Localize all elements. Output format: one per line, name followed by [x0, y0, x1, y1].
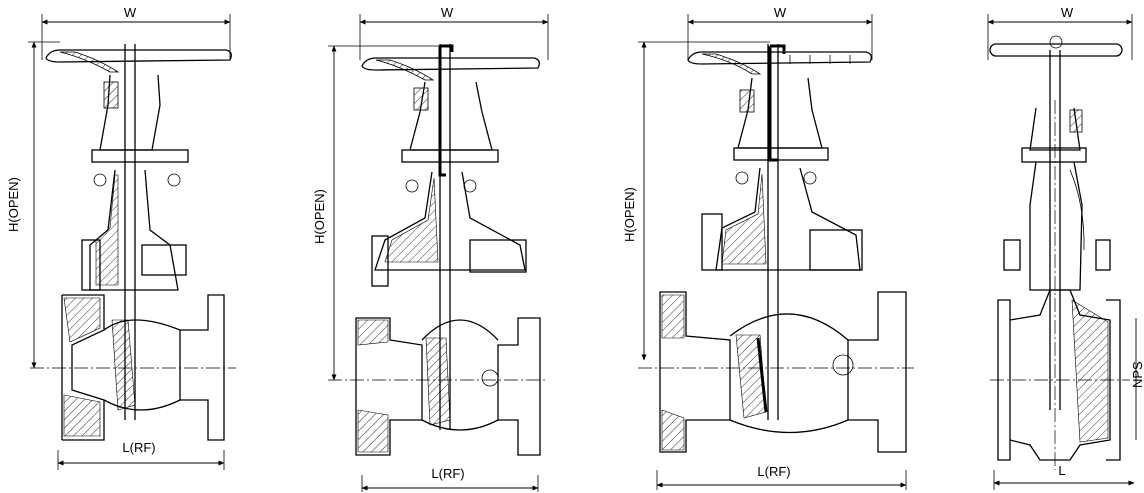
- h-open-label-2: H(OPEN): [312, 189, 327, 244]
- w-label-1: W: [124, 5, 137, 20]
- valve-view-2: W H(OPEN) L(RF): [312, 5, 549, 492]
- l-rf-label-1: L(RF): [122, 440, 155, 455]
- valve-view-3: W H(OPEN) L(RF): [622, 5, 914, 490]
- valve-view-1: W H(OPEN) L(RF): [6, 5, 236, 470]
- w-label-4: W: [1061, 5, 1074, 20]
- l-rf-label-3: L(RF): [757, 464, 790, 479]
- h-open-label-1: H(OPEN): [6, 177, 21, 232]
- valve-view-4: W L NPS: [987, 5, 1144, 490]
- w-label-2: W: [441, 5, 454, 20]
- h-open-label-3: H(OPEN): [622, 187, 637, 242]
- l-label-4: L: [1058, 463, 1065, 478]
- l-rf-label-2: L(RF): [431, 466, 464, 481]
- nps-label: NPS: [1130, 361, 1144, 388]
- w-label-3: W: [774, 5, 787, 20]
